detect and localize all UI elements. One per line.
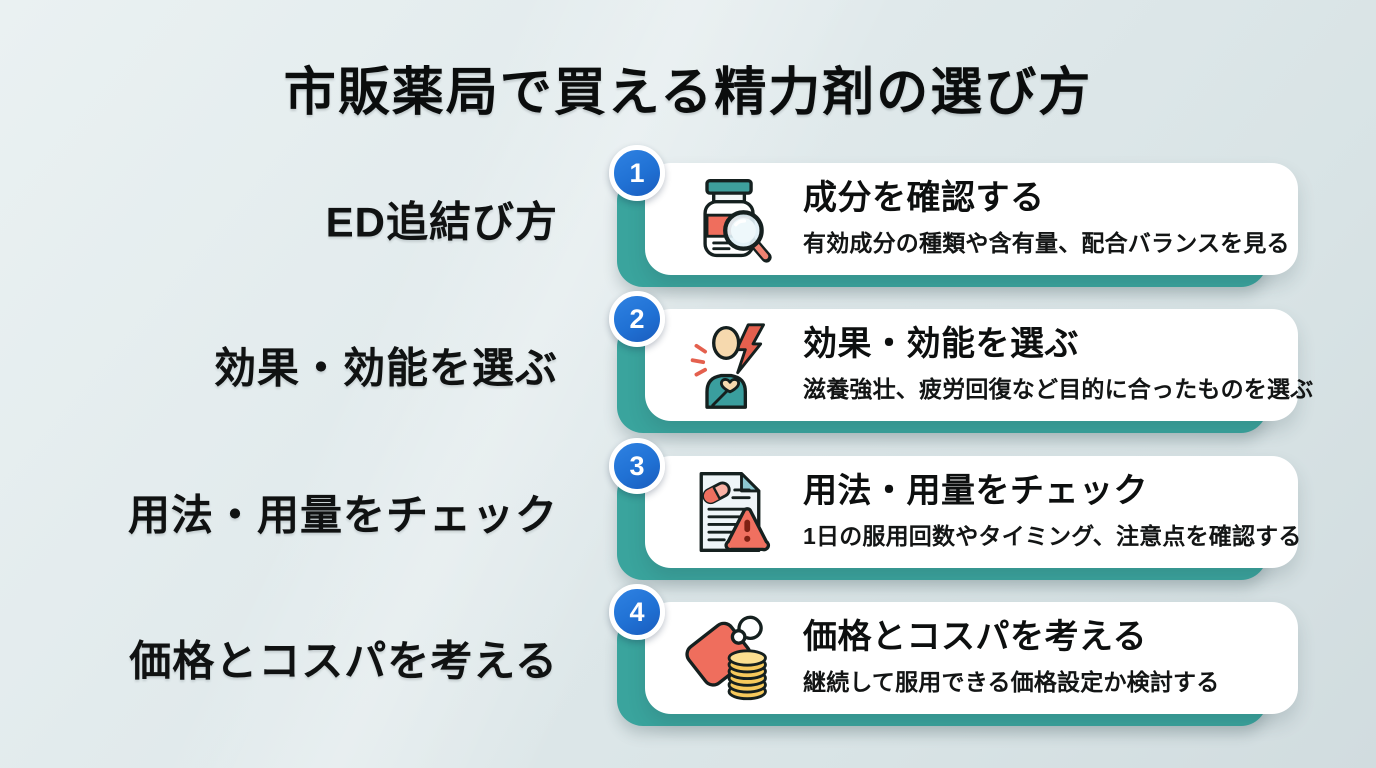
step-title-2: 効果・効能を選ぶ [803, 324, 1079, 363]
person-energy-icon [683, 318, 777, 412]
step-row-1: ED追結び方 [0, 145, 1376, 295]
step-card-1: 成分を確認する 有効成分の種類や含有量、配合バランスを見る [645, 163, 1298, 275]
side-label-2: 効果・効能を選ぶ [213, 344, 558, 392]
step-card-4: 価格とコスパを考える 継続して服用できる価格設定か検討する [645, 602, 1298, 714]
page-title: 市販薬局で買える精力剤の選び方 [283, 64, 1093, 122]
step-card-3: 用法・用量をチェック 1日の服用回数やタイミング、注意点を確認する [645, 456, 1302, 568]
step-title-1: 成分を確認する [803, 178, 1045, 217]
side-label-3: 用法・用量をチェック [127, 491, 558, 539]
step-title-3: 用法・用量をチェック [803, 471, 1148, 510]
step-description-1: 有効成分の種類や含有量、配合バランスを見る [803, 230, 1290, 257]
step-title-4: 価格とコスパを考える [803, 617, 1147, 656]
side-label-4: 価格とコスパを考える [129, 637, 558, 685]
step-number-badge-2: 2 [609, 291, 665, 347]
step-description-4: 継続して服用できる価格設定か検討する [803, 669, 1220, 696]
step-description-2: 滋養強壮、疲労回復など目的に合ったものを選ぶ [803, 376, 1314, 403]
step-row-3: 用法・用量をチェック [0, 438, 1376, 588]
step-row-4: 価格とコスパを考える [0, 584, 1376, 734]
step-description-3: 1日の服用回数やタイミング、注意点を確認する [803, 523, 1302, 550]
document-warning-icon [683, 465, 777, 559]
step-number-badge-4: 4 [609, 584, 665, 640]
supplement-jar-magnifier-icon [683, 172, 777, 266]
side-label-1: ED追結び方 [325, 198, 558, 246]
step-card-2: 効果・効能を選ぶ 滋養強壮、疲労回復など目的に合ったものを選ぶ [645, 309, 1314, 421]
price-tag-coins-icon [683, 611, 777, 705]
step-number-badge-3: 3 [609, 438, 665, 494]
step-row-2: 効果・効能を選ぶ 効果・効能を選ぶ 滋 [0, 291, 1376, 441]
step-number-badge-1: 1 [609, 145, 665, 201]
